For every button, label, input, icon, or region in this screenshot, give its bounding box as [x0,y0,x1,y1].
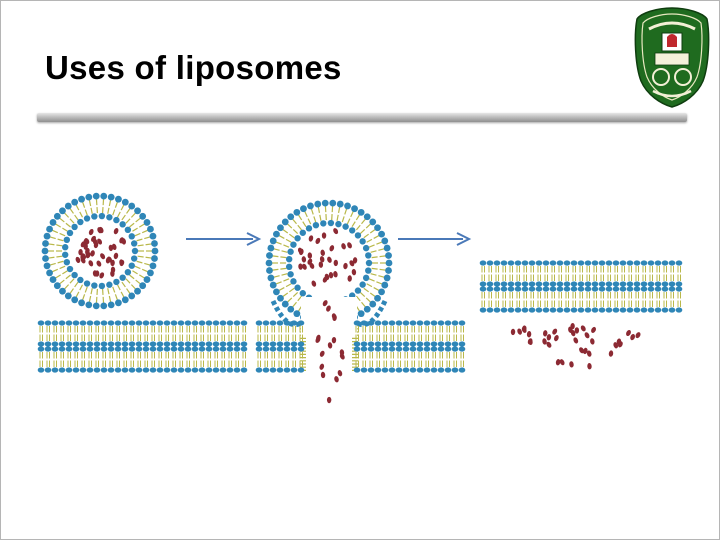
lipid-bilayer [37,320,248,347]
lipid-bilayer [255,346,305,373]
lipid-bilayer [479,260,683,287]
slide-title: Uses of liposomes [45,49,342,86]
title-divider [37,113,687,122]
arrow-to-release [398,232,472,246]
liposome-bilayer [41,192,159,310]
arrow-to-fusion [186,232,262,246]
lipid-bilayer [37,346,248,373]
lipid-bilayer [479,286,683,313]
lipid-bilayer [353,320,466,347]
stage-liposome-approaching [37,192,248,373]
drug-molecules [75,226,126,279]
university-crest-icon [634,7,710,108]
stage-contents-released [479,260,683,370]
lipid-bilayer [353,346,466,373]
stage-liposome-fusing [255,199,466,404]
drug-molecules [510,322,641,370]
drug-molecules [297,228,358,404]
lipid-bilayer [255,320,305,347]
